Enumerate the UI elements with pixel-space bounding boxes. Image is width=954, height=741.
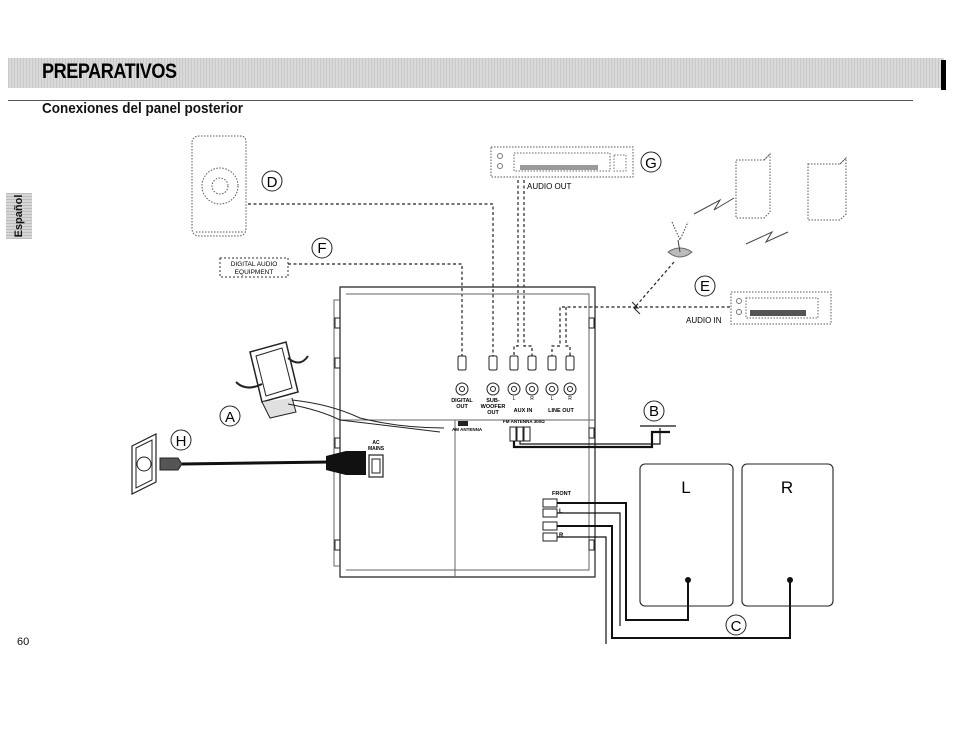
language-tab: Español [6, 193, 32, 239]
audio-in-label: AUDIO IN [686, 316, 722, 325]
mains-connector [326, 451, 366, 475]
callout-b-circle [643, 400, 665, 422]
speaker-l-terminal [685, 577, 691, 583]
am-antenna-label: AM ANTENNA [452, 427, 483, 432]
digital-out-label-2: OUT [456, 404, 468, 410]
callout-g-circle [640, 151, 662, 173]
digital-out-label-1: DIGITAL [451, 398, 473, 404]
sub-woofer-label-1: SUB- [486, 398, 500, 404]
digital-audio-cable [288, 263, 463, 356]
speaker-left-box [639, 463, 734, 607]
page-number: 60 [17, 636, 30, 648]
callout-d: D [267, 174, 278, 191]
speaker-cables [557, 502, 791, 644]
wireless-speakers [735, 152, 847, 221]
fm-antenna-cable [512, 430, 670, 449]
cable-junction-mark [631, 301, 641, 315]
audio-out-cable-1 [513, 180, 519, 356]
front-label: FRONT [552, 491, 572, 497]
recorder-e-illustration [730, 291, 832, 325]
front-speaker-terminals [542, 498, 558, 542]
page-title: PREPARATIVOS [42, 60, 177, 83]
wall-socket [131, 433, 157, 495]
callout-h-circle [170, 429, 192, 451]
callout-c-circle [725, 614, 747, 636]
speaker-left-label: L [681, 478, 690, 497]
callout-a: A [225, 409, 235, 426]
fm-antenna-label: FM ANTENNA 300Ω [503, 419, 545, 424]
fm-antenna-cable-2 [519, 428, 661, 445]
callout-f: F [317, 240, 326, 257]
front-r-label: R [559, 533, 564, 539]
audio-in-cable [551, 306, 730, 356]
aux-in-r: R [530, 396, 534, 402]
callout-f-circle [311, 237, 333, 259]
sub-woofer-label-3: OUT [487, 410, 499, 416]
am-antenna-terminal-icon [458, 421, 468, 426]
digital-audio-label-1: DIGITAL AUDIO [231, 261, 278, 268]
subwoofer-illustration [191, 135, 247, 237]
recorder-g-illustration [490, 146, 634, 178]
line-out-r: R [568, 396, 572, 402]
aux-in-l: L [513, 396, 516, 402]
transmitter-cable [635, 261, 675, 307]
callout-e-circle [694, 275, 716, 297]
header-rule [8, 100, 913, 101]
subwoofer-cable [248, 203, 494, 356]
callout-c: C [731, 618, 742, 635]
ac-socket [368, 454, 384, 478]
callout-h: H [176, 433, 187, 450]
fm-antenna-terminal [509, 426, 531, 442]
line-out-label: LINE OUT [548, 408, 574, 414]
audio-out-label: AUDIO OUT [527, 182, 572, 191]
header-bar [8, 58, 946, 90]
aux-in-label: AUX IN [514, 408, 533, 414]
audio-in-cable-2 [565, 307, 571, 356]
mains-cable [181, 460, 331, 466]
sub-woofer-label-2: WOOFER [481, 404, 506, 410]
digital-audio-label-2: EQUIPMENT [235, 269, 274, 276]
callout-d-circle [261, 170, 283, 192]
digital-audio-equipment-box [219, 257, 289, 278]
ac-label-1: AC [372, 440, 380, 446]
callout-e: E [700, 278, 710, 295]
wireless-transmitter [667, 197, 789, 258]
section-subtitle: Conexiones del panel posterior [42, 100, 244, 117]
callout-a-circle [219, 405, 241, 427]
callout-b: B [649, 403, 659, 420]
front-l-label: L [559, 509, 563, 515]
rca-plugs [457, 355, 575, 371]
mains-plug [159, 457, 183, 471]
speaker-right-box [741, 463, 834, 607]
line-out-l: L [551, 396, 554, 402]
am-loop-antenna [235, 341, 445, 433]
ac-label-2: MAINS [368, 446, 385, 452]
callout-g: G [645, 155, 657, 172]
ac-socket-inner [371, 458, 381, 474]
speaker-right-label: R [781, 478, 793, 497]
header-end-mark [941, 60, 946, 90]
audio-out-cable-2 [523, 180, 533, 356]
main-unit-body [333, 286, 596, 578]
speaker-r-terminal [787, 577, 793, 583]
panel-jacks [455, 382, 577, 396]
